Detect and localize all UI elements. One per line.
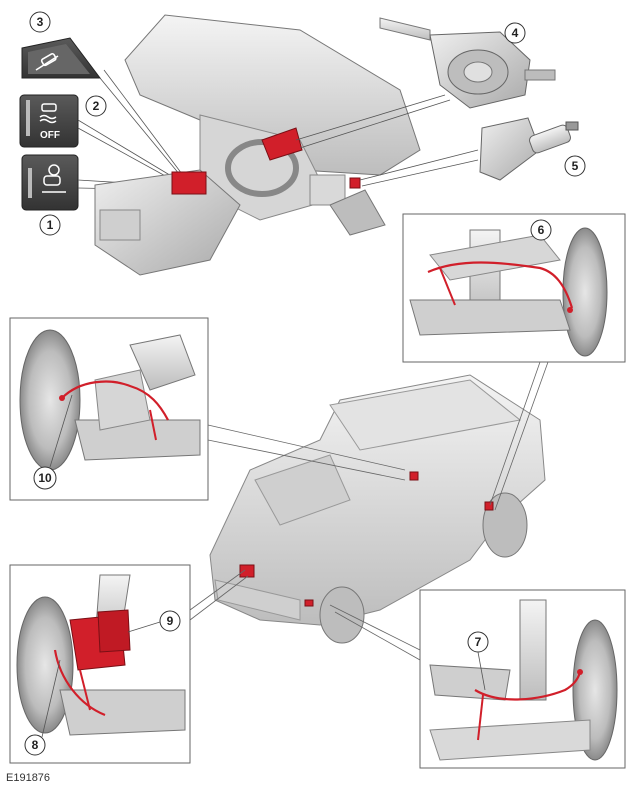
callout-5: 5 <box>564 155 586 177</box>
callout-8: 8 <box>24 659 61 756</box>
switch-3-hill-descent <box>21 37 101 79</box>
panel-6-rear-wheel <box>402 213 626 363</box>
svg-text:6: 6 <box>538 223 545 237</box>
figure-reference-code: E191876 <box>6 772 51 784</box>
vehicle-on-slope-icon <box>42 164 66 193</box>
callout-6: 6 <box>530 219 552 241</box>
pedal-switch-highlight <box>349 177 361 189</box>
panel-leader-lines <box>189 361 549 661</box>
svg-text:5: 5 <box>572 159 579 173</box>
vehicle-body <box>209 374 546 644</box>
steering-column-highlight <box>261 127 303 161</box>
panel-8-9-front-left <box>9 564 191 764</box>
svg-text:7: 7 <box>475 635 482 649</box>
callout-2: 2 <box>85 95 107 117</box>
leader-5 <box>359 149 479 187</box>
svg-text:8: 8 <box>32 738 39 752</box>
leader-4 <box>295 94 451 149</box>
switch-2-off-label: OFF <box>40 130 60 141</box>
dashboard-assembly <box>94 14 421 276</box>
hill-descent-icon <box>35 52 59 71</box>
switch-1-slope <box>21 154 79 211</box>
svg-text:4: 4 <box>512 26 519 40</box>
traction-control-off-icon <box>39 103 57 124</box>
switch-2-traction-control-off: OFF <box>19 94 79 148</box>
svg-text:2: 2 <box>93 99 100 113</box>
svg-text:9: 9 <box>167 614 174 628</box>
steering-column-switch <box>379 17 556 109</box>
svg-text:1: 1 <box>47 218 54 232</box>
panel-7-front-right <box>419 589 626 769</box>
brake-light-switch <box>479 117 579 181</box>
callout-3: 3 <box>29 11 51 33</box>
callout-1: 1 <box>39 214 61 236</box>
callout-10: 10 <box>33 394 73 490</box>
vehicle-harness-highlights <box>239 471 494 607</box>
callout-7: 7 <box>467 631 489 691</box>
callout-4: 4 <box>504 22 526 44</box>
svg-text:10: 10 <box>38 471 52 485</box>
console-switch-pack-highlight <box>171 171 207 195</box>
callout-9: 9 <box>127 610 181 633</box>
svg-text:3: 3 <box>37 15 44 29</box>
